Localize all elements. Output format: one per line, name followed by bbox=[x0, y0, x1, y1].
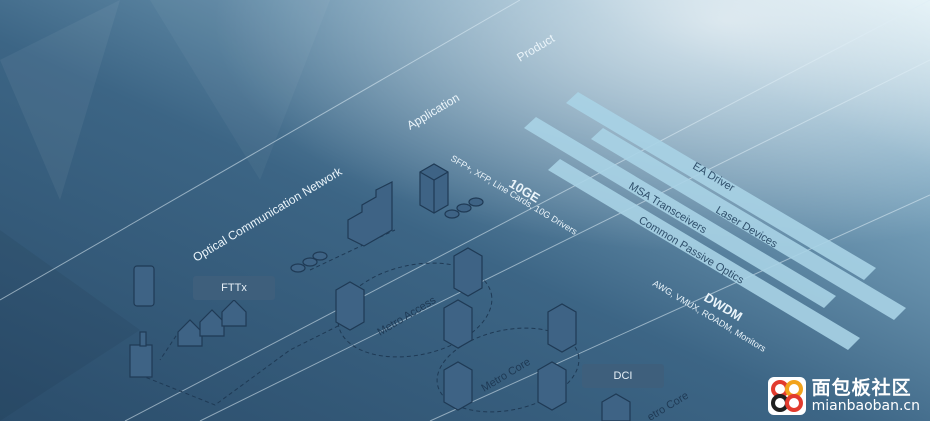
fttx-tag: FTTx bbox=[193, 276, 275, 300]
product-bar-passive-optics bbox=[548, 159, 860, 350]
mianbaoban-logo-icon bbox=[767, 377, 806, 415]
datacenter-server-top bbox=[419, 163, 449, 214]
server-metro-access-right bbox=[453, 247, 483, 297]
watermark-en: mianbaoban.cn bbox=[811, 397, 920, 414]
server-bottom-right bbox=[601, 393, 631, 421]
product-bar-msa-transceivers bbox=[524, 117, 836, 308]
watermark: 面包板社区 mianbaoban.cn bbox=[767, 376, 920, 415]
disk-stack-2 bbox=[444, 197, 484, 219]
phone-icon bbox=[133, 265, 155, 307]
houses-icon bbox=[177, 299, 247, 347]
bg-triangle bbox=[0, 0, 120, 200]
product-bar-ea-driver bbox=[566, 92, 876, 280]
bg-triangle bbox=[150, 0, 330, 180]
factory-icon bbox=[347, 181, 393, 247]
server-metro-core-mid bbox=[537, 361, 567, 411]
buildings bbox=[129, 163, 631, 421]
server-metro-core-right bbox=[547, 303, 577, 353]
product-bar-laser-devices bbox=[591, 128, 906, 320]
server-metro-access-left bbox=[335, 281, 365, 331]
tower-icon bbox=[129, 331, 153, 378]
dci-tag: DCI bbox=[582, 364, 664, 388]
bg-triangle bbox=[0, 230, 140, 421]
server-metro-center bbox=[443, 299, 473, 349]
watermark-cn: 面包板社区 bbox=[811, 376, 912, 399]
product-bars bbox=[524, 92, 906, 350]
server-metro-core-left bbox=[443, 361, 473, 411]
disk-stack-1 bbox=[290, 251, 328, 273]
